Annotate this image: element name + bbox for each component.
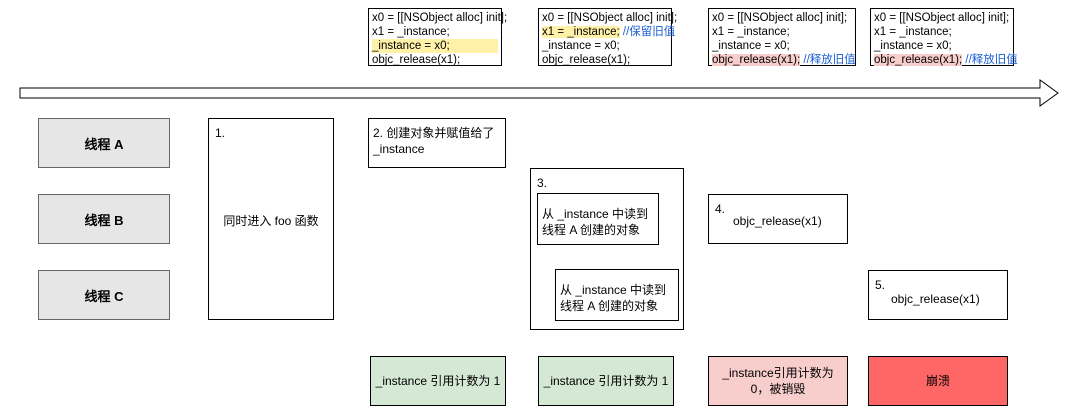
status-text: _instance 引用计数为 1 <box>543 374 669 388</box>
step-text: 从 _instance 中读到线程 A 创建的对象 <box>542 207 649 237</box>
code-line: x0 = [[NSObject alloc] init]; <box>542 12 678 24</box>
step-3-thread-c-read: 从 _instance 中读到线程 A 创建的对象 <box>555 269 679 321</box>
step-number: 5. <box>875 278 886 292</box>
code-box-3: x0 = [[NSObject alloc] init]; x1 = _inst… <box>708 8 856 66</box>
step-number: 4. <box>715 202 726 216</box>
status-text: _instance引用计数为 0，被销毁 <box>722 366 834 396</box>
code-comment: //释放旧值 <box>803 54 856 66</box>
step-text: objc_release(x1) <box>733 214 822 228</box>
code-line-text: objc_release(x1); <box>874 54 963 66</box>
code-line-highlighted: _instance = x0; <box>372 39 498 53</box>
step-1: 1. 同时进入 foo 函数 <box>208 118 334 320</box>
code-line: _instance = x0; <box>874 40 952 52</box>
step-5: 5. objc_release(x1) <box>868 270 1008 320</box>
status-box-1: _instance 引用计数为 1 <box>370 356 506 406</box>
code-line: x0 = [[NSObject alloc] init]; <box>874 12 1010 24</box>
timeline-arrow <box>19 79 1059 107</box>
code-line: _instance = x0; <box>542 40 620 52</box>
code-line: x1 = _instance; <box>712 26 790 38</box>
code-line: _instance = x0; <box>712 40 790 52</box>
status-box-3: _instance引用计数为 0，被销毁 <box>708 356 848 406</box>
code-box-2: x0 = [[NSObject alloc] init]; x1 = _inst… <box>538 8 678 66</box>
code-comment: //保留旧值 <box>622 26 676 38</box>
code-line: objc_release(x1); <box>372 54 461 66</box>
step-3: 3. 从 _instance 中读到线程 A 创建的对象 从 _instance… <box>530 168 684 330</box>
step-number: 1. <box>215 126 226 140</box>
step-number: 3. <box>537 176 548 190</box>
status-text: 崩溃 <box>925 374 950 388</box>
step-text: objc_release(x1) <box>891 292 980 306</box>
step-4: 4. objc_release(x1) <box>708 194 848 244</box>
step-text: 从 _instance 中读到线程 A 创建的对象 <box>560 283 667 313</box>
code-line: x1 = _instance; <box>372 26 450 38</box>
step-text: 2. 创建对象并赋值给了 _instance <box>373 126 495 156</box>
thread-c-label: 线程 C <box>38 270 170 320</box>
code-comment: //释放旧值 <box>965 54 1018 66</box>
status-box-2: _instance 引用计数为 1 <box>538 356 674 406</box>
code-line: x1 = _instance; <box>874 26 952 38</box>
status-box-4-crash: 崩溃 <box>868 356 1008 406</box>
thread-b-label: 线程 B <box>38 194 170 244</box>
step-3-thread-b-read: 从 _instance 中读到线程 A 创建的对象 <box>537 193 659 245</box>
status-text: _instance 引用计数为 1 <box>375 374 501 388</box>
step-text: 同时进入 foo 函数 <box>223 214 319 228</box>
code-line: objc_release(x1); <box>542 54 631 66</box>
step-2: 2. 创建对象并赋值给了 _instance <box>368 118 506 168</box>
code-line: x0 = [[NSObject alloc] init]; <box>712 12 848 24</box>
thread-a-label: 线程 A <box>38 118 170 168</box>
code-line-highlighted: x1 = _instance; //保留旧值 <box>542 25 675 39</box>
code-line-text: x1 = _instance; <box>542 26 620 38</box>
code-line-highlighted: objc_release(x1); //释放旧值 <box>874 53 1018 67</box>
code-line-highlighted: objc_release(x1); //释放旧值 <box>712 53 856 67</box>
code-box-4: x0 = [[NSObject alloc] init]; x1 = _inst… <box>870 8 1018 67</box>
code-line: x0 = [[NSObject alloc] init]; <box>372 12 508 24</box>
code-line-text: objc_release(x1); <box>712 54 801 66</box>
code-box-1: x0 = [[NSObject alloc] init]; x1 = _inst… <box>368 8 508 66</box>
